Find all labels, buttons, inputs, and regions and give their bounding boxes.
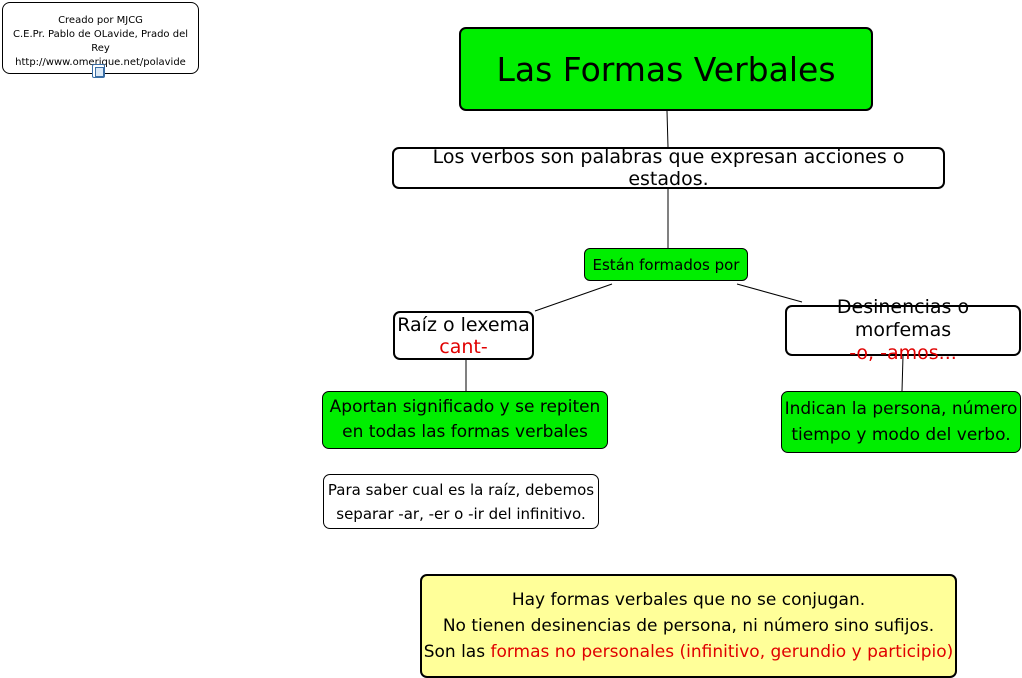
definition-text: Los verbos son palabras que expresan acc… — [432, 146, 905, 190]
credit-box: Creado por MJCG C.E.Pr. Pablo de OLavide… — [2, 2, 199, 74]
root-info-line1: Aportan significado y se repiten — [329, 397, 601, 417]
page-title: Las Formas Verbales — [496, 49, 836, 89]
note-line3-highlight: formas no personales (infinitivo, gerund… — [490, 642, 954, 662]
endings-example: -o, -amos... — [849, 342, 957, 364]
root-label: Raíz o lexema — [397, 313, 530, 336]
endings-label: Desinencias o morfemas — [836, 296, 970, 341]
note-line2: No tienen desinencias de persona, ni núm… — [442, 616, 935, 636]
credit-school: C.E.Pr. Pablo de OLavide, Prado del Rey — [12, 29, 188, 54]
non-personal-forms-note: Hay formas verbales que no se conjugan. … — [420, 574, 957, 678]
endings-info-node: Indican la persona, número tiempo y modo… — [781, 391, 1021, 453]
root-node: Raíz o lexema cant- — [393, 311, 534, 360]
credit-author: Creado por MJCG — [58, 15, 143, 26]
document-icon[interactable] — [92, 64, 105, 78]
credit-url: http://www.omerique.net/polavide — [15, 57, 186, 68]
root-rule-line1: Para saber cual es la raíz, debemos — [327, 480, 595, 499]
root-example: cant- — [439, 335, 488, 358]
note-line3-prefix: Son las — [423, 642, 491, 662]
root-rule-line2: separar -ar, -er o -ir del infinitivo. — [336, 504, 586, 523]
endings-node: Desinencias o morfemas -o, -amos... — [785, 296, 1021, 364]
link-endings-info — [901, 355, 904, 392]
formed-by-text: Están formados por — [592, 255, 740, 274]
link-formed-root — [534, 283, 613, 312]
endings-info-line2: tiempo y modo del verbo. — [791, 425, 1011, 445]
root-info-node: Aportan significado y se repiten en toda… — [322, 391, 608, 449]
note-line3: Son las formas no personales (infinitivo… — [424, 639, 954, 665]
title-node: Las Formas Verbales — [459, 27, 873, 111]
formed-by-node: Están formados por — [584, 248, 748, 281]
root-rule-node: Para saber cual es la raíz, debemos sepa… — [323, 474, 599, 529]
link-formed-endings — [736, 283, 803, 303]
note-line1: Hay formas verbales que no se conjugan. — [511, 590, 866, 610]
root-info-line2: en todas las formas verbales — [342, 422, 588, 442]
endings-info-line1: Indican la persona, número — [784, 399, 1018, 419]
link-title-definition — [666, 110, 669, 148]
definition-node: Los verbos son palabras que expresan acc… — [392, 146, 945, 190]
